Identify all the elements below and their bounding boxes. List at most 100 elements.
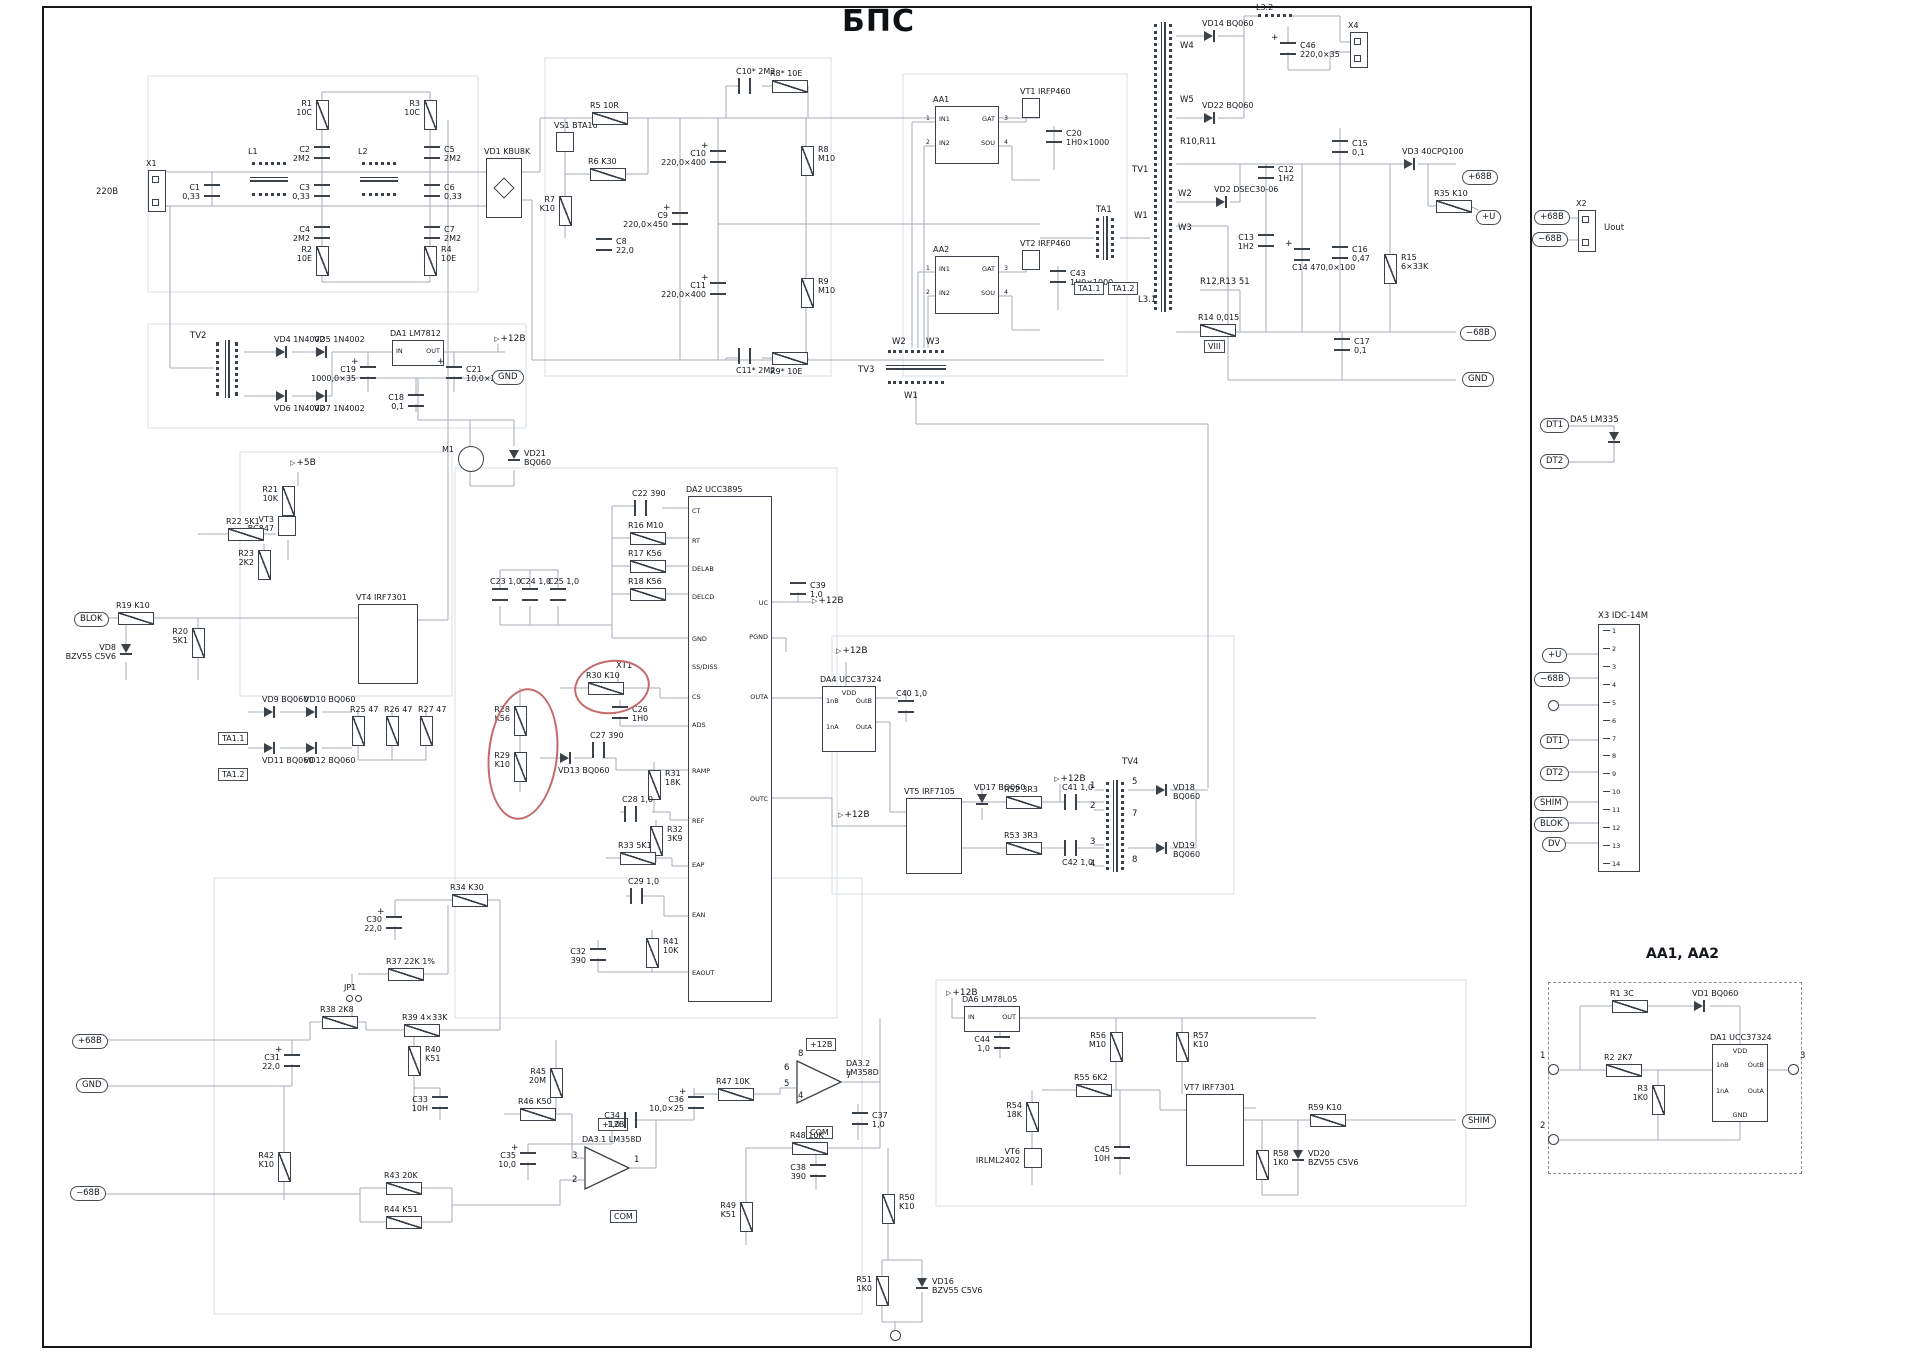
- pwr-12v-da31: +12В: [598, 1118, 629, 1131]
- component-r44: R44 K51: [384, 1205, 422, 1229]
- tv4-pin-7: 7: [1132, 809, 1138, 819]
- label-c11-: C11* 2M2: [736, 366, 776, 375]
- label-r39: R39 4×33K: [402, 1013, 448, 1022]
- pin-sou: SOU: [981, 289, 995, 297]
- da32-pin-8: 8: [798, 1049, 804, 1059]
- label-da6: DA6 LM78L05: [962, 995, 1018, 1004]
- pin-in1: IN1: [939, 265, 950, 273]
- da32-pin-6: 6: [784, 1063, 790, 1073]
- label-r38: R38 2K8: [320, 1005, 354, 1014]
- pin-number-2: 2: [926, 139, 930, 146]
- component-r53: R53 3R3: [1004, 831, 1042, 855]
- label-c25: C25 1,0: [548, 577, 580, 586]
- label-c28: C28 1,0: [622, 795, 654, 804]
- component-vd9: VD9 BQ060: [262, 695, 308, 718]
- component-vd11: VD11 BQ060: [262, 742, 313, 765]
- label-r55: R55 6K2: [1074, 1073, 1108, 1082]
- component-c14: +C14 470,0×100: [1285, 239, 1355, 272]
- component-c40: C40 1,0: [896, 689, 927, 713]
- label-vd3: VD3 40CPQ100: [1402, 147, 1464, 156]
- component-vt2: VT2 IRFP460: [1020, 239, 1071, 270]
- label-vd1: VD1 BQ060: [1692, 989, 1739, 998]
- pwr-12v-6: +12В: [946, 988, 977, 998]
- label-com-2: COM: [806, 1126, 833, 1139]
- net-blok-left: BLOK: [74, 612, 109, 627]
- component-r43: R43 20K: [384, 1171, 422, 1195]
- label-x4: X4: [1348, 21, 1359, 30]
- label-r59: R59 K10: [1308, 1103, 1342, 1112]
- connector-pin-2: 2: [1599, 645, 1639, 653]
- label-r33: R33 5K1: [618, 841, 652, 850]
- component-vd1: VD1 KBU8K: [484, 147, 530, 218]
- page-title: БПС: [842, 4, 915, 39]
- net-gnd-left: GND: [76, 1078, 108, 1093]
- polarity-plus-mark: +: [437, 357, 445, 367]
- polarity-plus-mark: +: [275, 1045, 283, 1055]
- polarity-plus-mark: +: [701, 273, 709, 283]
- label-tv1-w5: W5: [1180, 95, 1194, 105]
- label-r43: R43 20K: [384, 1171, 418, 1180]
- component-vt4: VT4 IRF7301: [356, 593, 418, 684]
- aa-subcircuit-box: [1548, 982, 1802, 1174]
- component-x1: X1: [146, 159, 166, 212]
- component-r18: R18 K56: [628, 577, 666, 601]
- pin-out: OUT: [426, 347, 440, 355]
- pin-vdd: VDD: [1732, 1047, 1748, 1055]
- pin-ref: REF: [692, 817, 705, 825]
- net-dv-x3: DV: [1542, 837, 1567, 852]
- label-r37: R37 22K 1%: [386, 957, 435, 966]
- label-uout: Uout: [1604, 223, 1625, 233]
- component-vt3: VT3BC847: [248, 515, 296, 536]
- component-l1: L1: [248, 147, 288, 200]
- component-r38: R38 2K8: [320, 1005, 358, 1029]
- terminal-aa-3: [1788, 1064, 1799, 1075]
- pin-in2: IN2: [939, 139, 950, 147]
- component-r9a: R9* 10E: [770, 352, 808, 376]
- component-c42: C42 1,0: [1062, 840, 1093, 867]
- ta1-symbol: [1092, 216, 1118, 260]
- component-r37: R37 22K 1%: [386, 957, 435, 981]
- connector-pin-1: 1: [1599, 628, 1639, 635]
- label-tv1-w1: W1: [1134, 211, 1148, 221]
- pin-gnd: GND: [692, 635, 707, 643]
- tv4-symbol: [1102, 780, 1128, 872]
- pwr-12v-4: +12В: [838, 810, 869, 820]
- label-r53: R53 3R3: [1004, 831, 1039, 840]
- label-vd5: VD5 1N4002: [314, 335, 365, 344]
- connector-pin-9: 9: [1599, 771, 1639, 778]
- label-ta12-top: TA1.2: [1108, 282, 1139, 295]
- connector-pin-10: 10: [1599, 789, 1639, 796]
- component-jp1: JP1: [344, 983, 362, 1002]
- net-shim-right: SHIM: [1462, 1114, 1496, 1129]
- component-c43: C431H0×1000: [1050, 269, 1113, 287]
- connector-pin-12: 12: [1599, 825, 1639, 832]
- pin-number-2: 2: [926, 289, 930, 296]
- label-l1: L1: [248, 147, 258, 156]
- pwr-5v: +5В: [290, 458, 315, 468]
- label-c40: C40 1,0: [896, 689, 928, 698]
- label-r6: R6 K30: [588, 157, 617, 166]
- tv2-symbol: [212, 340, 242, 398]
- da31-pin-3: 3: [572, 1151, 578, 1161]
- label-da1: DA1 LM7812: [390, 329, 441, 338]
- component-vd4: VD4 1N4002: [274, 335, 325, 358]
- label-c23: C23 1,0: [490, 577, 522, 586]
- pin-outc: OUTC: [749, 795, 768, 803]
